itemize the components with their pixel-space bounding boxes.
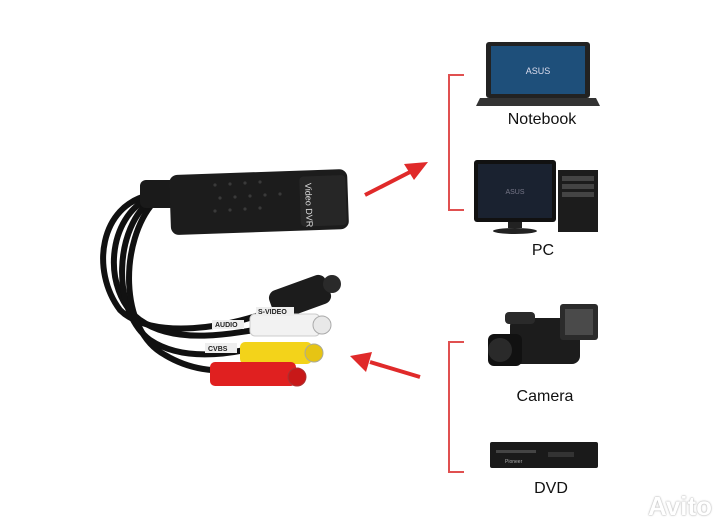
- svg-text:Pioneer: Pioneer: [505, 459, 523, 465]
- white-rca-connector: [249, 313, 332, 337]
- svg-text:ASUS: ASUS: [526, 66, 551, 76]
- yellow-rca-connector: [240, 342, 324, 364]
- camera-label: Camera: [516, 388, 574, 405]
- pc-label: PC: [531, 242, 555, 259]
- watermark: Avito: [647, 491, 712, 521]
- output-bracket: [448, 74, 464, 211]
- output-arrow: [364, 162, 428, 197]
- audio-tag: AUDIO: [215, 322, 238, 329]
- dvd-label: DVD: [534, 480, 568, 497]
- notebook-image: ASUS: [476, 42, 600, 106]
- notebook-label: Notebook: [507, 111, 577, 128]
- red-rca-connector: [210, 362, 307, 387]
- svg-text:ASUS: ASUS: [505, 189, 524, 196]
- usb-video-adapter: Video DVR: [140, 169, 349, 235]
- pc-image: ASUS: [474, 160, 598, 234]
- adapter-text: Video DVR: [303, 183, 315, 228]
- input-bracket: [448, 341, 464, 473]
- cvbs-tag: CVBS: [208, 346, 228, 353]
- s-video-tag: S-VIDEO: [258, 309, 287, 316]
- input-arrow: [350, 352, 421, 379]
- camera-image: [488, 304, 598, 366]
- dvd-image: Pioneer: [490, 442, 598, 468]
